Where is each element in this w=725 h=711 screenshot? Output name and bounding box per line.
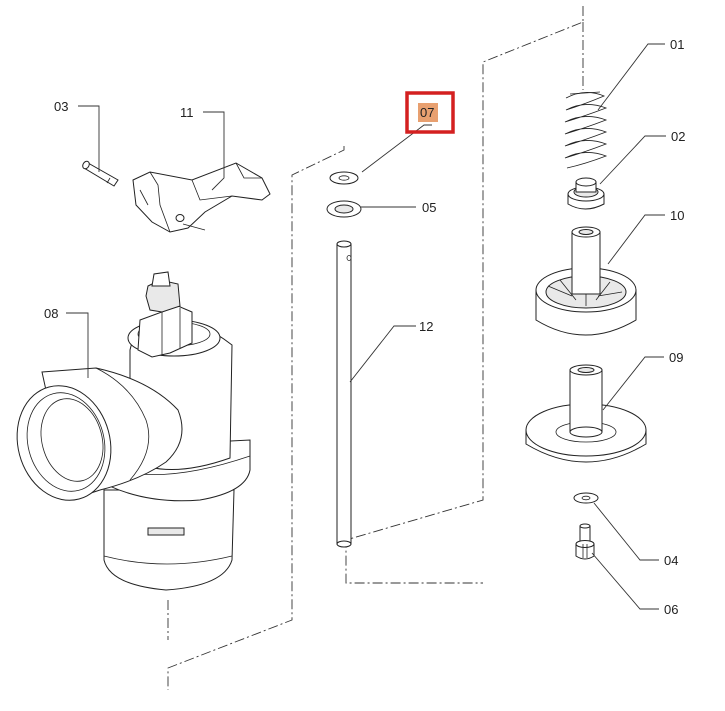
part-03-pin (82, 160, 119, 187)
leader-lines (66, 43, 666, 610)
label-12: 12 (419, 319, 433, 334)
part-05-o-ring (326, 200, 362, 218)
part-02-guide-ring (567, 177, 605, 210)
label-04: 04 (664, 553, 678, 568)
label-09: 09 (669, 350, 683, 365)
label-11: 11 (180, 105, 194, 120)
part-07-washer (329, 171, 359, 185)
part-10-impeller (535, 226, 637, 336)
part-labels: 03 11 08 07 05 12 01 02 10 09 04 06 (44, 37, 685, 617)
part-09-disc (525, 364, 647, 463)
label-05: 05 (422, 200, 436, 215)
label-01: 01 (670, 37, 684, 52)
label-03: 03 (54, 99, 68, 114)
label-02: 02 (671, 129, 685, 144)
label-07-highlight (418, 103, 438, 122)
label-07: 07 (420, 105, 434, 120)
label-10: 10 (670, 208, 684, 223)
label-08: 08 (44, 306, 58, 321)
label-07-red-box (405, 91, 455, 134)
part-01-spring (564, 91, 608, 169)
part-04-washer (573, 492, 599, 504)
part-06-screw (575, 523, 595, 560)
part-12-rod (336, 240, 352, 548)
part-08-valve-body (16, 271, 251, 591)
label-06: 06 (664, 602, 678, 617)
assembly-axis-lines (167, 6, 584, 690)
part-11-lever (132, 162, 271, 233)
